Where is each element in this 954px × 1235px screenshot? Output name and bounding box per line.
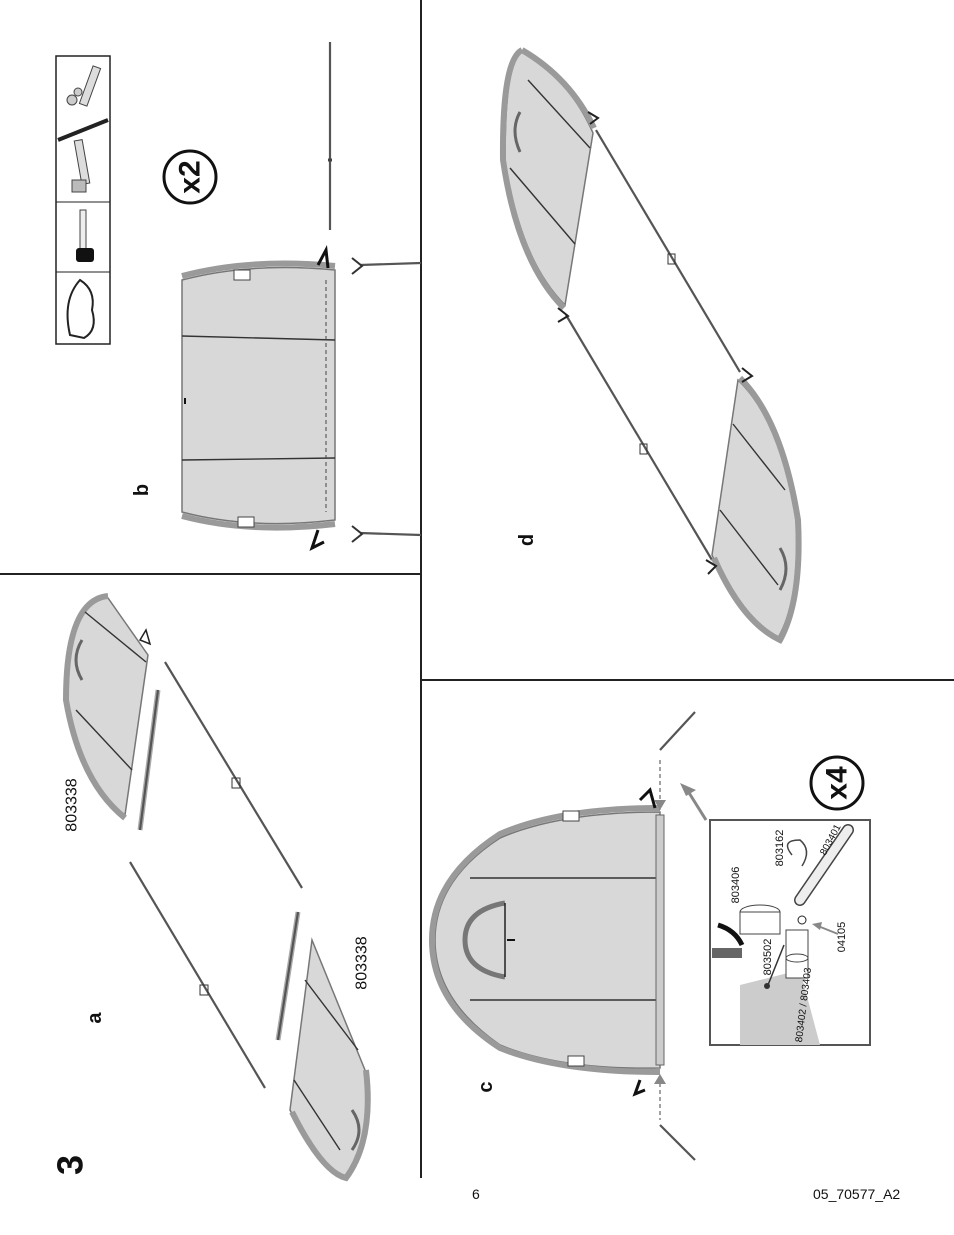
tent-end-d-bottom <box>711 375 802 644</box>
multiplier-badge-b: x2 <box>162 149 218 205</box>
pole-connectors-b <box>351 257 422 543</box>
panel-d: d <box>499 47 802 644</box>
panel-b: x2 b <box>55 42 422 551</box>
detail-part-04105: 04105 <box>836 922 848 953</box>
part-number-a-bottom: 803338 <box>354 936 371 989</box>
multiplier-text-c: x4 <box>821 766 854 800</box>
gloves-icon <box>66 278 95 340</box>
part-number-a-top: 803338 <box>64 778 81 831</box>
panel-a: 3 a 803338 803338 <box>50 593 371 1182</box>
adjustable-wrench-icon <box>71 139 91 193</box>
panel-label-d: d <box>516 534 538 546</box>
tools-box <box>55 55 111 345</box>
page-number: 6 <box>472 1186 480 1202</box>
rubber-mallet-icon <box>76 209 94 262</box>
panel-dividers <box>0 0 954 1178</box>
tent-end-d-top <box>499 47 597 311</box>
tent-end-a-bottom <box>289 937 371 1182</box>
multiplier-badge-c: x4 <box>809 755 865 811</box>
document-code: 05_70577_A2 <box>813 1186 901 1202</box>
panel-label-a: a <box>84 1012 106 1024</box>
panel-label-b: b <box>131 484 153 496</box>
wrench-and-parts-icon <box>66 65 102 107</box>
step-number: 3 <box>50 1155 91 1175</box>
tent-end-a-top <box>62 593 152 821</box>
detail-part-803162: 803162 <box>774 830 786 867</box>
detail-part-803406: 803406 <box>730 867 742 904</box>
connector-detail-box: 803406 803162 803401 803502 04105 803402… <box>709 819 871 1046</box>
panel-c: c x4 <box>428 711 871 1161</box>
multiplier-text-b: x2 <box>174 160 207 193</box>
tent-end-b <box>181 245 336 551</box>
detail-part-803502: 803502 <box>762 939 774 976</box>
panel-label-c: c <box>475 1081 497 1092</box>
tent-end-c <box>428 787 665 1097</box>
